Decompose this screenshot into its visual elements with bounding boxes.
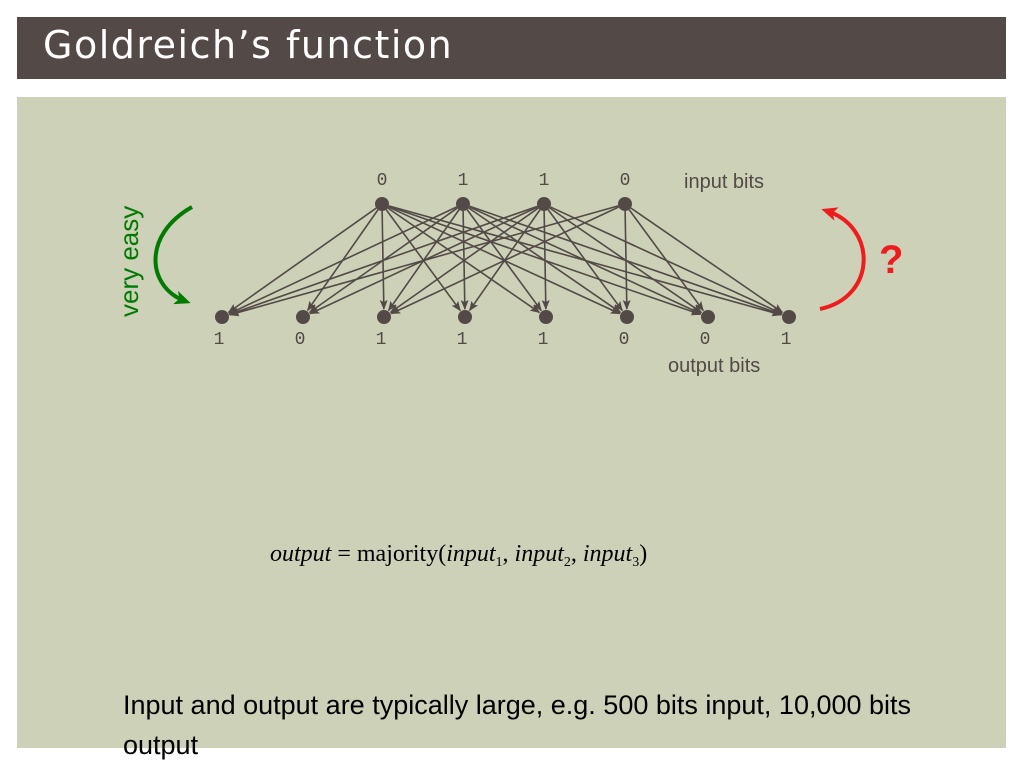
edge-3-5 xyxy=(622,210,631,311)
forward-arrow xyxy=(153,205,193,305)
output-bit-label-3: 1 xyxy=(457,330,468,350)
input-node-3 xyxy=(618,197,632,211)
edge-2-2 xyxy=(389,207,539,314)
output-node-5 xyxy=(620,310,634,324)
body-text: Input and output are typically large, e.… xyxy=(123,690,912,760)
output-bit-label-4: 1 xyxy=(538,330,549,350)
output-bit-label-2: 1 xyxy=(376,330,387,350)
input-bits-label: input bits xyxy=(684,171,764,193)
edges xyxy=(227,205,784,317)
formula: output = majority(input1, input2, input3… xyxy=(270,541,648,570)
input-bit-label-0: 0 xyxy=(377,171,388,191)
input-node-1 xyxy=(456,197,470,211)
inverse-label: ? xyxy=(879,238,903,282)
forward-label: very easy xyxy=(114,206,144,317)
title-bar: Goldreich’s function xyxy=(17,17,1006,79)
input-bit-label-2: 1 xyxy=(539,171,550,191)
output-bit-label-0: 1 xyxy=(214,330,225,350)
input-node-2 xyxy=(537,197,551,211)
edge-2-0 xyxy=(228,205,538,316)
edge-2-5 xyxy=(547,209,623,312)
slide-content: 0 1 1 0 1 0 1 1 1 0 0 1 input bits output bits ver… xyxy=(17,97,1006,760)
output-bits-label: output bits xyxy=(668,355,760,377)
formula-sep2: , xyxy=(570,541,583,567)
formula-sub1: 1 xyxy=(495,555,503,570)
output-node-1 xyxy=(296,310,310,324)
edge-3-2 xyxy=(390,206,620,315)
output-bit-label-5: 0 xyxy=(619,330,630,350)
output-nodes: 1 0 1 1 1 0 0 1 xyxy=(214,310,796,350)
output-bit-label-7: 1 xyxy=(781,330,792,350)
output-node-2 xyxy=(377,310,391,324)
formula-close: ) xyxy=(639,541,648,567)
edge-1-0 xyxy=(228,206,458,315)
formula-sep1: , xyxy=(502,541,515,567)
formula-fn: majority( xyxy=(356,541,447,567)
output-node-3 xyxy=(458,310,472,324)
formula-sub2: 2 xyxy=(563,555,571,570)
input-nodes: 0 1 1 0 xyxy=(375,171,632,211)
edge-3-6 xyxy=(628,209,704,312)
input-bit-label-3: 0 xyxy=(620,171,631,191)
bipartite-diagram: 0 1 1 0 1 0 1 1 1 0 0 1 input bits output bits ver… xyxy=(114,171,903,377)
edge-3-0 xyxy=(228,205,619,317)
slide-title: Goldreich’s function xyxy=(43,23,454,67)
output-node-7 xyxy=(782,310,796,324)
edge-3-7 xyxy=(630,207,784,314)
output-bit-label-1: 0 xyxy=(295,330,306,350)
output-bit-label-6: 0 xyxy=(700,330,711,350)
output-node-0 xyxy=(215,310,229,324)
formula-eq: = xyxy=(331,541,357,567)
formula-arg3: input xyxy=(582,541,633,567)
input-bit-label-1: 1 xyxy=(458,171,469,191)
formula-sub3: 3 xyxy=(632,555,640,570)
output-node-4 xyxy=(539,310,553,324)
formula-arg1: input xyxy=(446,541,496,567)
input-node-0 xyxy=(375,197,389,211)
edge-0-0 xyxy=(227,207,377,314)
inverse-arrow xyxy=(819,207,866,311)
output-node-6 xyxy=(701,310,715,324)
formula-arg2: input xyxy=(514,541,564,567)
formula-lhs: output xyxy=(270,541,332,567)
